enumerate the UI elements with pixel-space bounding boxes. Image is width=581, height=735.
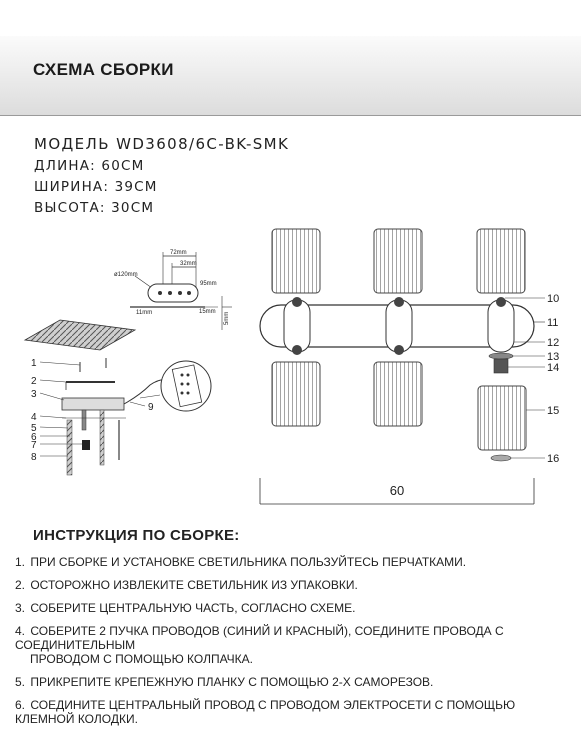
instruction-item: 3. СОБЕРИТЕ ЦЕНТРАЛЬНУЮ ЧАСТЬ, СОГЛАСНО … xyxy=(15,601,356,615)
callout-15: 15 xyxy=(547,405,559,417)
left-callouts: 1 2 3 4 5 6 7 8 9 xyxy=(31,358,154,463)
fixture-top-view xyxy=(259,228,535,462)
width-dimension: 60 xyxy=(259,478,535,505)
callout-11: 11 xyxy=(547,317,558,329)
callout-12: 12 xyxy=(547,337,559,349)
callout-3: 3 xyxy=(31,389,37,400)
callout-8: 8 xyxy=(31,452,37,463)
width-dimension-label: 60 xyxy=(390,483,404,498)
instruction-item: 5. ПРИКРЕПИТЕ КРЕПЕЖНУЮ ПЛАНКУ С ПОМОЩЬЮ… xyxy=(15,675,434,689)
instruction-item: 1. ПРИ СБОРКЕ И УСТАНОВКЕ СВЕТИЛЬНИКА ПО… xyxy=(15,555,467,569)
callout-6: 6 xyxy=(31,432,37,443)
callout-4: 4 xyxy=(31,412,37,423)
callout-16: 16 xyxy=(547,453,559,465)
bracket-dim-11: 11mm xyxy=(136,310,152,316)
callout-13: 13 xyxy=(547,351,559,363)
instruction-item: 2. ОСТОРОЖНО ИЗВЛЕКИТЕ СВЕТИЛЬНИК ИЗ УПА… xyxy=(15,578,358,592)
page-header: СХЕМА СБОРКИ xyxy=(0,36,581,116)
bracket-dim-95: 95mm xyxy=(200,281,217,287)
instructions-title: ИНСТРУКЦИЯ ПО СБОРКЕ: xyxy=(33,527,240,544)
callout-7: 7 xyxy=(31,440,37,451)
page-title: СХЕМА СБОРКИ xyxy=(33,60,174,79)
header-divider xyxy=(0,115,581,116)
bracket-dim-5: 5mm xyxy=(224,312,230,325)
bracket-dim-15: 15mm xyxy=(199,309,216,315)
shade xyxy=(271,361,321,427)
instruction-item: 4. СОБЕРИТЕ 2 ПУЧКА ПРОВОДОВ (СИНИЙ И КР… xyxy=(15,624,504,666)
bracket-dim-120: ø120mm xyxy=(114,272,138,278)
callout-10: 10 xyxy=(547,293,559,305)
shade xyxy=(271,228,321,294)
shade xyxy=(476,228,526,294)
spec-length: ДЛИНА: 60СМ xyxy=(34,158,145,174)
callout-5: 5 xyxy=(31,423,37,434)
shade xyxy=(373,228,423,294)
shade xyxy=(477,385,527,451)
spec-model: МОДЕЛЬ WD3608/6C-BK-SMK xyxy=(34,135,290,153)
instructions-list: 1. ПРИ СБОРКЕ И УСТАНОВКЕ СВЕТИЛЬНИКА ПО… xyxy=(15,555,575,735)
product-specs: МОДЕЛЬ WD3608/6C-BK-SMK ДЛИНА: 60СМ ШИРИ… xyxy=(34,135,289,216)
connector-detail xyxy=(139,360,212,412)
bracket-detail: 72mm 32mm 95mm ø120mm 11mm 15mm 5mm xyxy=(114,250,232,330)
spec-width: ШИРИНА: 39СМ xyxy=(34,179,158,195)
callout-1: 1 xyxy=(31,358,37,369)
instruction-item: 6. СОЕДИНИТЕ ЦЕНТРАЛЬНЫЙ ПРОВОД С ПРОВОД… xyxy=(15,698,516,726)
shade xyxy=(373,361,423,427)
right-callouts: 10 11 12 13 14 15 16 xyxy=(505,293,559,465)
spec-height: ВЫСОТА: 30СМ xyxy=(34,200,155,216)
left-assembly xyxy=(23,319,171,476)
callout-9: 9 xyxy=(148,402,154,413)
callout-14: 14 xyxy=(547,362,559,374)
bracket-dim-72: 72mm xyxy=(170,250,187,256)
callout-2: 2 xyxy=(31,376,37,387)
bracket-dim-32: 32mm xyxy=(180,261,197,267)
assembly-diagram: 72mm 32mm 95mm ø120mm 11mm 15mm 5mm 1 xyxy=(23,228,559,505)
